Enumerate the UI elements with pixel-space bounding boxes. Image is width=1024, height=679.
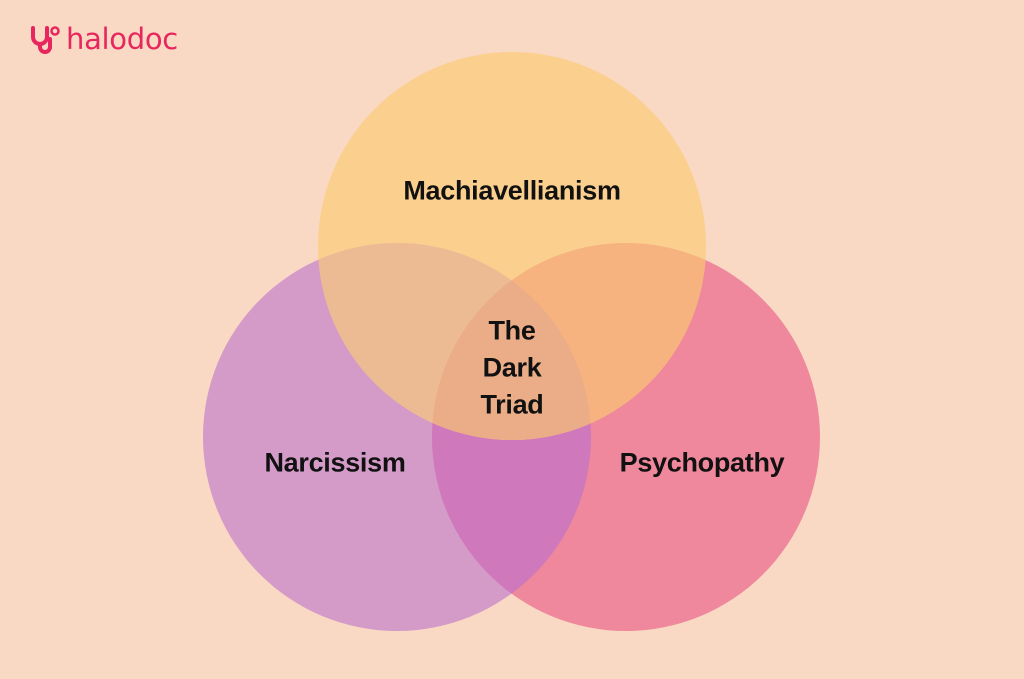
dark-triad-line-3: Triad — [480, 389, 544, 420]
narcissism-label: Narcissism — [264, 447, 406, 478]
stethoscope-icon — [31, 26, 60, 54]
halodoc-logo: halodoc — [28, 22, 178, 56]
machiavellianism-label: Machiavellianism — [403, 175, 621, 206]
dark-triad-line-1: The — [488, 315, 536, 346]
dark-triad-line-2: Dark — [482, 352, 542, 383]
psychopathy-label: Psychopathy — [619, 447, 785, 478]
dark-triad-label: The Dark Triad — [480, 313, 543, 424]
brand-name: halodoc — [66, 22, 178, 56]
